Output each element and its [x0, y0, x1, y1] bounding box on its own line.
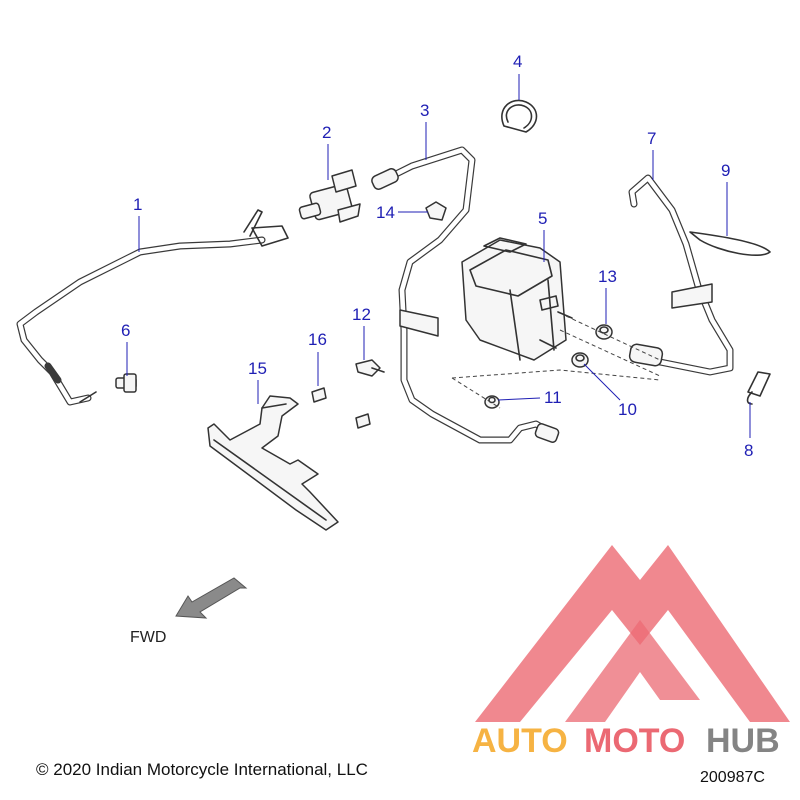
- part-3-canister-hose: [371, 146, 560, 444]
- callout-6: 6: [121, 321, 130, 376]
- callout-label-8: 8: [744, 441, 753, 460]
- forward-direction-arrow: FWD: [130, 577, 248, 646]
- callout-label-12: 12: [352, 305, 371, 324]
- watermark-text-auto: AUTO: [472, 722, 568, 760]
- callout-label-16: 16: [308, 330, 327, 349]
- callout-label-14: 14: [376, 203, 395, 222]
- callout-3: 3: [420, 101, 429, 160]
- callout-5: 5: [538, 209, 547, 262]
- part-11-grommet: [484, 395, 500, 409]
- callout-11: 11: [497, 388, 562, 407]
- callout-10: 10: [583, 363, 637, 419]
- assembly-dashed-lines: [451, 315, 661, 409]
- callouts: 1 2 3 4 5 6 7 8: [121, 52, 753, 460]
- callout-16: 16: [308, 330, 327, 386]
- callout-label-13: 13: [598, 267, 617, 286]
- watermark-logo: AUTO MOTO HUB: [472, 545, 790, 760]
- part-2-purge-valve: [298, 169, 361, 223]
- part-16-bolts: [311, 387, 371, 429]
- part-15-bracket: [207, 395, 339, 531]
- part-14-clip: [425, 201, 447, 221]
- part-13-grommet: [595, 324, 613, 340]
- callout-4: 4: [513, 52, 522, 100]
- copyright-notice: © 2020 Indian Motorcycle International, …: [36, 760, 368, 779]
- callout-label-3: 3: [420, 101, 429, 120]
- callout-1: 1: [133, 195, 142, 252]
- watermark-text-hub: HUB: [706, 722, 780, 760]
- callout-label-15: 15: [248, 359, 267, 378]
- callout-2: 2: [322, 123, 331, 180]
- callout-label-5: 5: [538, 209, 547, 228]
- callout-label-4: 4: [513, 52, 522, 71]
- callout-label-1: 1: [133, 195, 142, 214]
- callout-label-7: 7: [647, 129, 656, 148]
- watermark-triangle-inner: [565, 620, 700, 722]
- part-1-vent-hose: [16, 209, 289, 406]
- part-5-evap-canister: [461, 237, 573, 361]
- callout-15: 15: [248, 359, 267, 404]
- callout-9: 9: [721, 161, 730, 236]
- part-12-push-rivet: [355, 359, 385, 377]
- callout-14: 14: [376, 203, 428, 222]
- part-9-strap: [689, 231, 771, 256]
- watermark-text-moto: MOTO: [584, 722, 685, 760]
- callout-label-2: 2: [322, 123, 331, 142]
- callout-label-10: 10: [618, 400, 637, 419]
- callout-label-9: 9: [721, 161, 730, 180]
- part-6-fitting: [115, 373, 137, 393]
- forward-direction-label: FWD: [130, 629, 166, 646]
- part-4-hose-clamp: [501, 99, 538, 133]
- part-8-clip: [746, 371, 771, 405]
- drawing-number: 200987C: [700, 769, 765, 786]
- callout-label-6: 6: [121, 321, 130, 340]
- callout-label-11: 11: [544, 388, 562, 407]
- callout-12: 12: [352, 305, 371, 360]
- callout-8: 8: [744, 402, 753, 460]
- part-7-hose: [628, 174, 734, 376]
- part-10-grommet: [571, 352, 589, 368]
- callout-13: 13: [598, 267, 617, 324]
- callout-7: 7: [647, 129, 656, 180]
